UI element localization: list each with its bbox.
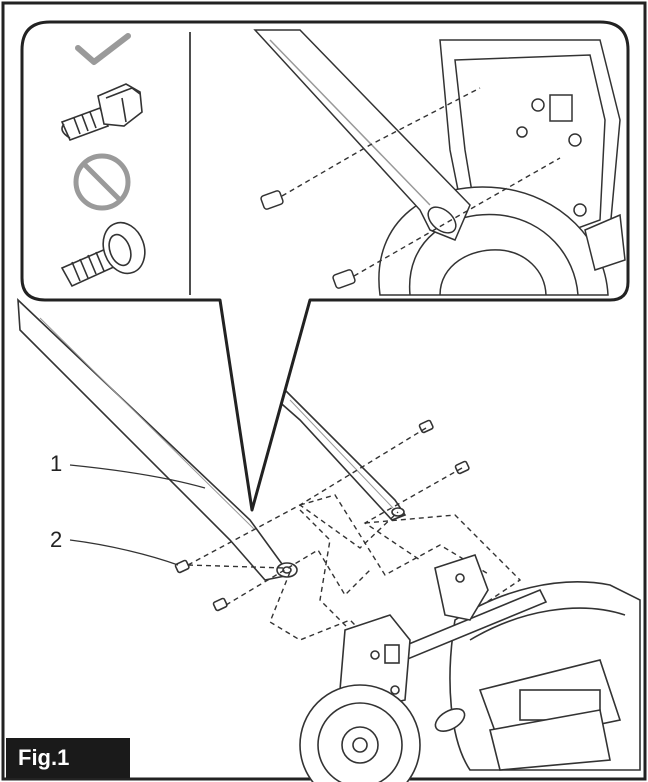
cable-clip bbox=[434, 708, 466, 732]
bracket-right bbox=[434, 554, 489, 621]
bolt-lower-left-2 bbox=[212, 597, 228, 612]
zoomed-alignment-dashes bbox=[281, 87, 561, 277]
check-mark-icon bbox=[75, 33, 131, 65]
lower-assembly bbox=[17, 298, 641, 782]
correct-bolt-icon bbox=[60, 83, 143, 142]
leader-1 bbox=[69, 464, 206, 489]
figure-label: Fig.1 bbox=[6, 738, 130, 778]
left-handle-bar bbox=[17, 298, 292, 581]
bolt-right-1 bbox=[418, 419, 434, 434]
bolt-right-2 bbox=[454, 460, 470, 475]
incorrect-screw-icon bbox=[60, 221, 146, 288]
left-bar-end-hole bbox=[276, 562, 298, 578]
callout-number-1: 1 bbox=[50, 451, 63, 476]
zoomed-bracket-view bbox=[253, 29, 626, 296]
bolt-lower-left-1 bbox=[174, 559, 190, 574]
callout-number-2: 2 bbox=[50, 527, 63, 552]
leader-2 bbox=[69, 539, 179, 566]
prohibited-icon bbox=[73, 153, 131, 211]
callout-leaders bbox=[69, 464, 206, 566]
